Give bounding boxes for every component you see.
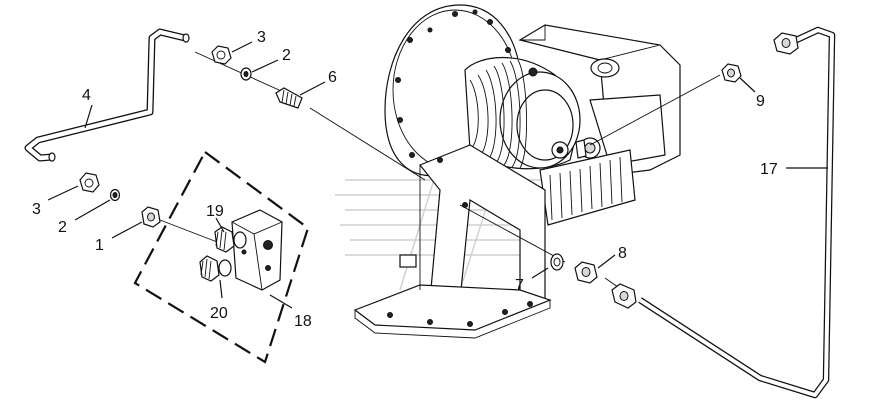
fitting-1 [141,206,161,228]
motor-port-fitting [575,137,601,159]
washer-2-left [109,188,121,202]
callout-3-left: 3 [32,201,41,218]
mounting-bracket [353,144,552,339]
adapter-6 [275,87,303,109]
callout-17: 17 [760,161,778,178]
washer-2-top [240,67,252,81]
fitting-9 [721,63,742,83]
callout-8: 8 [618,245,627,262]
winch-assembly [353,4,681,339]
rigid-pipe-4 [24,28,190,162]
callout-1: 1 [95,237,104,254]
callout-20: 20 [210,305,228,322]
hose-end-fitting-top [773,32,799,55]
valve-block [231,209,283,291]
cable-drum [464,57,581,170]
nut-3-left [79,172,100,193]
leader-lines [47,41,828,309]
callout-18: 18 [294,313,312,330]
callout-2-top: 2 [282,47,291,64]
callout-3-top: 3 [257,29,266,46]
callout-6: 6 [328,69,337,86]
washer-7 [550,253,564,271]
callout-2-left: 2 [58,219,67,236]
callout-7: 7 [515,277,524,294]
callout-19: 19 [206,203,224,220]
valve-kit-boundary [133,150,310,364]
flexible-hose-17 [638,26,836,399]
hose-end-fitting-bottom [611,283,637,309]
check-valve-19 [214,226,247,253]
callout-4: 4 [82,87,91,104]
callout-9: 9 [756,93,765,110]
check-valve-20 [199,255,232,282]
callout-labels: 3 2 6 4 3 2 1 9 17 7 8 19 20 18 [32,29,778,330]
nut-3-top [211,45,232,65]
fitting-8 [574,261,598,284]
